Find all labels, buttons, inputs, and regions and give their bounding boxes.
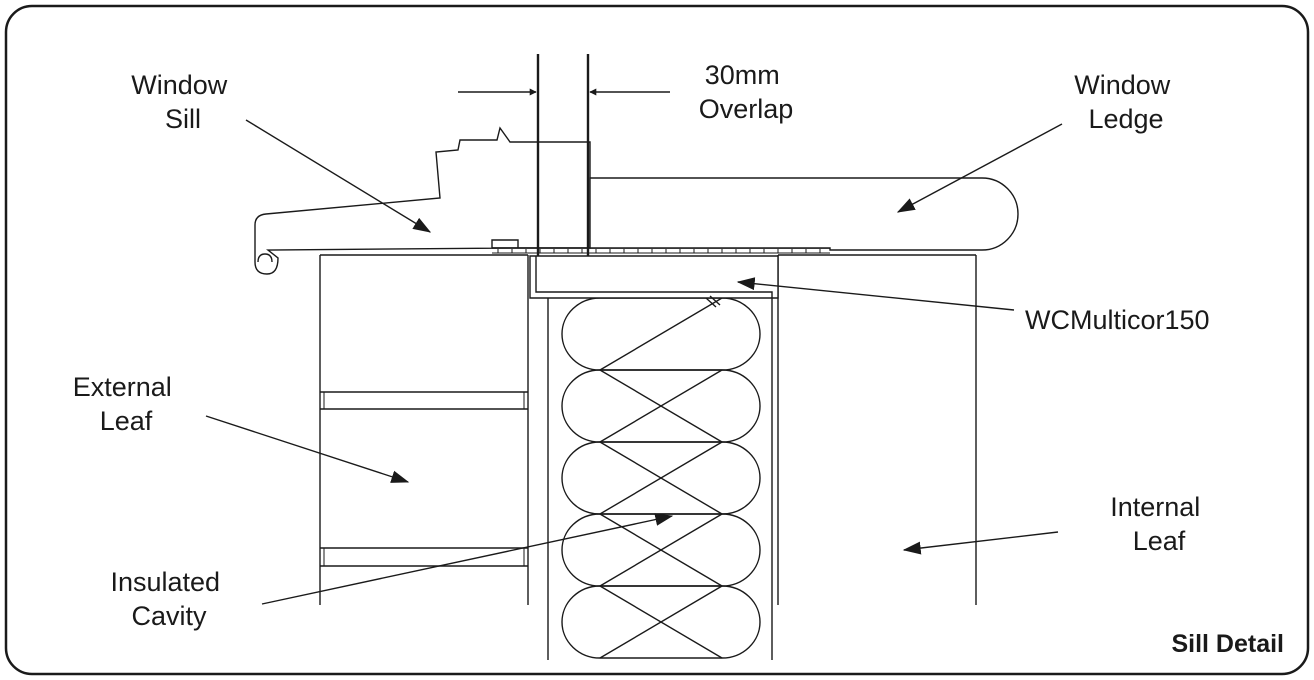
external-leaf-label: External Leaf (73, 372, 180, 436)
cavity-insulation (547, 298, 773, 660)
overlap-label-line1: 30mm (705, 60, 780, 90)
external-leaf-brickwork (319, 254, 529, 605)
insulated-cavity-leader (261, 513, 674, 605)
window-ledge-label-line1: Window (1074, 70, 1171, 100)
external-leaf-label-line1: External (73, 372, 172, 402)
insulated-cavity-label-line1: Insulated (110, 567, 220, 597)
insulated-cavity-label: Insulated Cavity (110, 567, 227, 631)
window-ledge-leader (896, 123, 1063, 213)
window-sill-label-line2: Sill (165, 104, 201, 134)
window-ledge-board (589, 177, 1019, 251)
product-label: WCMulticor150 (1025, 305, 1210, 335)
window-sill-label-line1: Window (131, 70, 228, 100)
external-leaf-leader (205, 415, 410, 483)
internal-leaf-leader (902, 531, 1059, 555)
diagram-frame (4, 4, 1310, 676)
product-leader (736, 277, 1015, 311)
internal-leaf-label: Internal Leaf (1110, 492, 1208, 556)
overlap-label: 30mm Overlap (699, 60, 794, 124)
window-ledge-label-line2: Ledge (1088, 104, 1163, 134)
internal-leaf-label-line2: Leaf (1133, 526, 1186, 556)
window-sill-label: Window Sill (131, 70, 235, 134)
window-sill-leader (245, 119, 432, 233)
overlap-label-line2: Overlap (699, 94, 794, 124)
insulated-cavity-label-line2: Cavity (131, 601, 207, 631)
window-ledge-label: Window Ledge (1074, 70, 1178, 134)
internal-leaf-blockwork (777, 254, 977, 605)
window-frame-lines (536, 54, 590, 256)
leader-arrows (205, 119, 1063, 605)
diagram-title: Sill Detail (1171, 630, 1284, 658)
cavity-closer-profile (529, 255, 779, 308)
internal-leaf-label-line1: Internal (1110, 492, 1200, 522)
external-leaf-label-line2: Leaf (100, 406, 153, 436)
